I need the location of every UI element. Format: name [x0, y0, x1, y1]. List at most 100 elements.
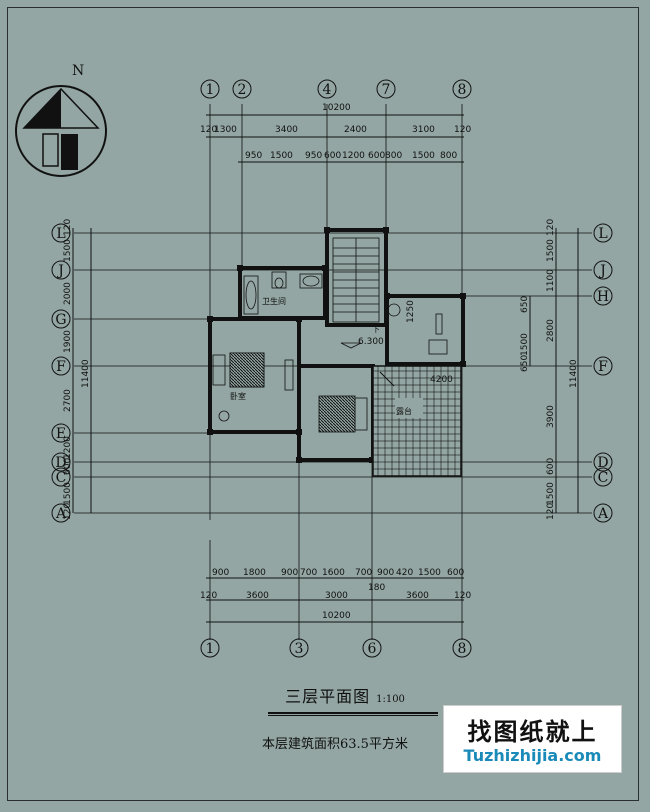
svg-text:C: C [56, 470, 67, 486]
axis-bubble-left-A: A [51, 503, 71, 523]
dim-bot1-10: 600 [447, 568, 464, 578]
title-underline [268, 712, 438, 716]
svg-text:120: 120 [63, 219, 73, 236]
svg-text:1500: 1500 [546, 482, 556, 505]
svg-text:H: H [597, 289, 609, 305]
dim-bot-extra: 180 [368, 583, 385, 593]
dim-top-total: 10200 [322, 103, 351, 113]
axis-bubble-bottom-3: 3 [289, 638, 309, 658]
dim-top2-5: 1200 [342, 151, 365, 161]
axis-bubble-bottom-6: 6 [362, 638, 382, 658]
svg-text:C: C [598, 470, 609, 486]
dim-top2-8: 1500 [412, 151, 435, 161]
svg-text:1100: 1100 [546, 269, 556, 292]
svg-text:3: 3 [295, 641, 304, 657]
axis-bubble-right-J: J [593, 260, 613, 280]
axis-bubble-top-4: 4 [317, 79, 337, 99]
dim-top2-7: 800 [385, 151, 402, 161]
dim-top2-9: 800 [440, 151, 457, 161]
svg-text:1: 1 [206, 641, 215, 657]
axis-bubble-right-A: A [593, 503, 613, 523]
room-bathroom: 卫生间 [262, 296, 286, 306]
svg-text:600: 600 [546, 458, 556, 475]
svg-text:1250: 1250 [406, 300, 416, 323]
dim-bot2-4: 3600 [406, 591, 429, 601]
axis-bubble-left-E: E [51, 423, 71, 443]
axis-bubble-top-2: 2 [232, 79, 252, 99]
axis-bubble-right-L: L [593, 223, 613, 243]
watermark-logo: 找图纸就上 Tuzhizhijia.com [443, 705, 622, 773]
stair [332, 237, 380, 349]
svg-text:2700: 2700 [63, 389, 73, 412]
axis-bubble-left-J: J [51, 260, 71, 280]
svg-text:1200: 1200 [63, 436, 73, 459]
dim-bot1-4: 700 [300, 568, 317, 578]
axis-bubble-right-D: D [593, 452, 613, 472]
svg-text:2800: 2800 [546, 319, 556, 342]
svg-text:4: 4 [323, 82, 332, 98]
beds [212, 352, 368, 433]
svg-text:G: G [55, 312, 66, 328]
svg-text:L: L [56, 226, 65, 242]
svg-text:1500: 1500 [520, 333, 530, 356]
stair-down: 下 [372, 325, 380, 334]
axis-bubble-left-D: D [51, 452, 71, 472]
room-bedroom: 卧室 [230, 391, 246, 401]
svg-text:1500: 1500 [63, 482, 73, 505]
svg-text:1900: 1900 [63, 330, 73, 353]
svg-text:2: 2 [238, 82, 247, 98]
axis-bubble-left-F: F [51, 356, 71, 376]
dim-bot2-1: 120 [200, 591, 217, 601]
axis-bubble-left-C: C [51, 467, 71, 487]
dimension-lines [72, 114, 579, 623]
svg-text:120: 120 [546, 219, 556, 236]
room-terrace: 露台 [396, 406, 412, 416]
north-label: N [72, 63, 84, 79]
dim-bot2-2: 3600 [246, 591, 269, 601]
axis-bubble-bottom-1: 1 [200, 638, 220, 658]
bathroom-fixtures [243, 271, 323, 315]
svg-text:11400: 11400 [81, 359, 91, 388]
axis-bubble-top-1: 1 [200, 79, 220, 99]
left-dims: 120 1500 2000 1900 2700 1200 600 1500 12… [63, 219, 91, 520]
svg-text:650: 650 [520, 355, 530, 372]
dim-bot1-3: 900 [281, 568, 298, 578]
svg-text:3900: 3900 [546, 405, 556, 428]
drawing-frame [7, 7, 639, 801]
svg-text:J: J [598, 263, 606, 279]
watermark-title: 找图纸就上 [467, 718, 598, 746]
axis-bubble-top-7: 7 [376, 79, 396, 99]
svg-text:11400: 11400 [569, 359, 579, 388]
watermark-url: Tuzhizhijia.com [463, 746, 602, 765]
axis-bubble-top-8: 8 [452, 79, 472, 99]
dim-bot1-8: 420 [396, 568, 413, 578]
right-dims: 120 1500 1100 2800 3900 600 1500 120 650… [406, 219, 579, 520]
dim-top2-6: 600 [368, 151, 385, 161]
axis-bubble-bottom-8: 8 [452, 638, 472, 658]
drawing-scale: 1:100 [376, 694, 405, 705]
dim-bot-total: 10200 [322, 611, 351, 621]
svg-text:D: D [55, 455, 66, 471]
dim-bot1-2: 1800 [243, 568, 266, 578]
svg-text:8: 8 [458, 641, 467, 657]
dim-bot1-9: 1500 [418, 568, 441, 578]
dim-top-e: 3100 [412, 125, 435, 135]
svg-text:A: A [55, 506, 67, 522]
axis-bubble-left-G: G [51, 309, 71, 329]
svg-text:600: 600 [63, 458, 73, 475]
columns [207, 227, 466, 463]
svg-text:2000: 2000 [63, 282, 73, 305]
dim-top2-1: 950 [245, 151, 262, 161]
axis-bubble-right-H: H [593, 286, 613, 306]
svg-text:A: A [597, 506, 609, 522]
svg-text:6: 6 [368, 641, 377, 657]
dim-top2-4: 600 [324, 151, 341, 161]
dim-top-a: 120 [200, 125, 217, 135]
dim-bot1-6: 700 [355, 568, 372, 578]
axis-bubble-right-F: F [593, 356, 613, 376]
dim-top-c: 3400 [275, 125, 298, 135]
